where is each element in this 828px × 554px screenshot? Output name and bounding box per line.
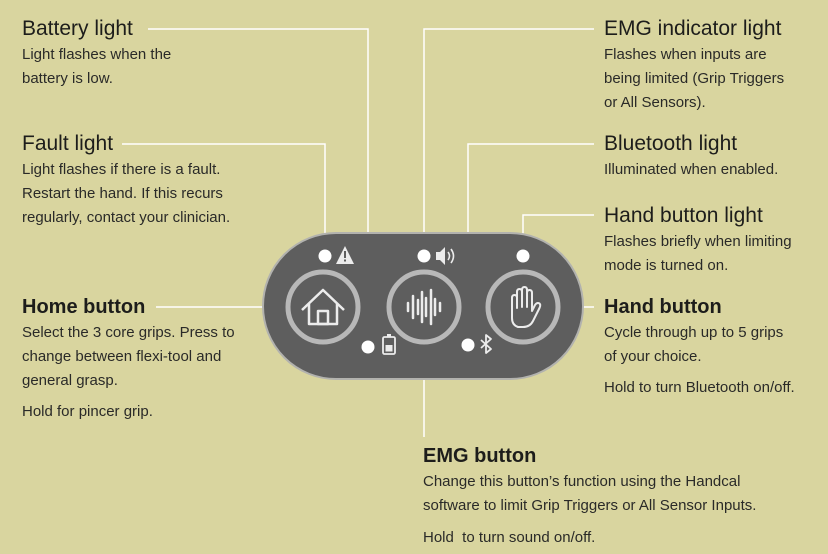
description-line: Flashes when inputs are — [604, 46, 767, 63]
bluetooth-light-title: Bluetooth light — [604, 132, 738, 155]
description-line: Light flashes when the — [22, 46, 172, 63]
description-line: being limited (Grip Triggers — [604, 70, 785, 87]
description-line: change between flexi-tool and — [22, 348, 222, 365]
fault-light-description: Light flashes if there is a fault. Resta… — [22, 158, 282, 230]
home-icon — [301, 288, 345, 326]
emg-indicator-light-description: Flashes when inputs are being limited (G… — [604, 43, 824, 115]
battery-light-description: Light flashes when the battery is low. — [22, 43, 252, 91]
leader-fault-light — [122, 143, 326, 256]
hand-icon — [511, 286, 542, 328]
hand-button[interactable] — [485, 269, 561, 345]
description-line: Cycle through up to 5 grips — [604, 324, 784, 341]
emg-indicator-light — [417, 249, 431, 263]
bluetooth-icon — [480, 334, 492, 354]
description-line: Flashes briefly when limiting — [604, 233, 792, 250]
warning-icon — [336, 246, 354, 264]
bluetooth-light-description: Illuminated when enabled. — [604, 158, 824, 182]
hand-button-light-title: Hand button light — [604, 204, 763, 227]
hand-button-description: Cycle through up to 5 grips of your choi… — [604, 321, 824, 369]
description-line: Change this button’s function using the … — [423, 473, 741, 490]
leader-emg-indicator — [423, 28, 594, 256]
description-line: or All Sensors). — [604, 94, 706, 111]
description-line: of your choice. — [604, 348, 702, 365]
emg-button-description: Change this button’s function using the … — [423, 470, 823, 518]
battery-icon — [382, 334, 396, 355]
description-line: general grasp. — [22, 372, 118, 389]
description-line: software to limit Grip Triggers or All S… — [423, 497, 757, 514]
emg-indicator-light-title: EMG indicator light — [604, 17, 782, 40]
description-line: mode is turned on. — [604, 257, 729, 274]
home-button[interactable] — [285, 269, 361, 345]
description-line: Select the 3 core grips. Press to — [22, 324, 235, 341]
battery-light-indicator — [361, 340, 375, 354]
home-button-title: Home button — [22, 296, 146, 318]
emg-button[interactable] — [386, 269, 462, 345]
description-line: Light flashes if there is a fault. — [22, 161, 221, 178]
hand-button-light-indicator — [516, 249, 530, 263]
hand-button-light-description: Flashes briefly when limiting mode is tu… — [604, 230, 824, 278]
waveform-icon — [406, 288, 442, 326]
fault-light-indicator — [318, 249, 332, 263]
bluetooth-light-indicator — [461, 338, 475, 352]
description-line: Restart the hand. If this recurs — [22, 185, 223, 202]
description-line: regularly, contact your clinician. — [22, 209, 231, 226]
emg-button-note: Hold to turn sound on/off. — [423, 529, 596, 546]
battery-light-title: Battery light — [22, 17, 133, 40]
description-line: battery is low. — [22, 70, 113, 87]
fault-light-title: Fault light — [22, 132, 114, 155]
hand-button-note: Hold to turn Bluetooth on/off. — [604, 379, 795, 396]
description-line: Illuminated when enabled. — [604, 161, 779, 178]
home-button-description: Select the 3 core grips. Press to change… — [22, 321, 272, 393]
hand-button-title: Hand button — [604, 296, 722, 318]
emg-button-title: EMG button — [423, 445, 537, 467]
speaker-icon — [436, 247, 455, 265]
home-button-note: Hold for pincer grip. — [22, 403, 153, 420]
